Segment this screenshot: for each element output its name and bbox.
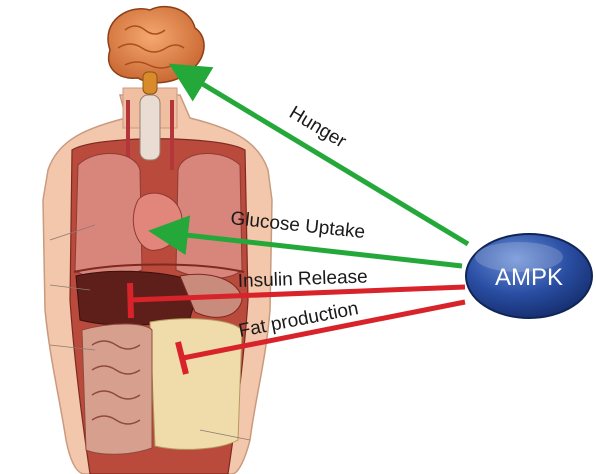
ampk-label: AMPK xyxy=(495,264,563,291)
insulin-release-inhibit-bar xyxy=(130,283,131,318)
hunger-label: Hunger xyxy=(285,102,350,152)
brain-icon xyxy=(108,7,204,94)
ampk-node: AMPK xyxy=(466,234,592,318)
insulin-release-label: Insulin Release xyxy=(237,266,368,292)
